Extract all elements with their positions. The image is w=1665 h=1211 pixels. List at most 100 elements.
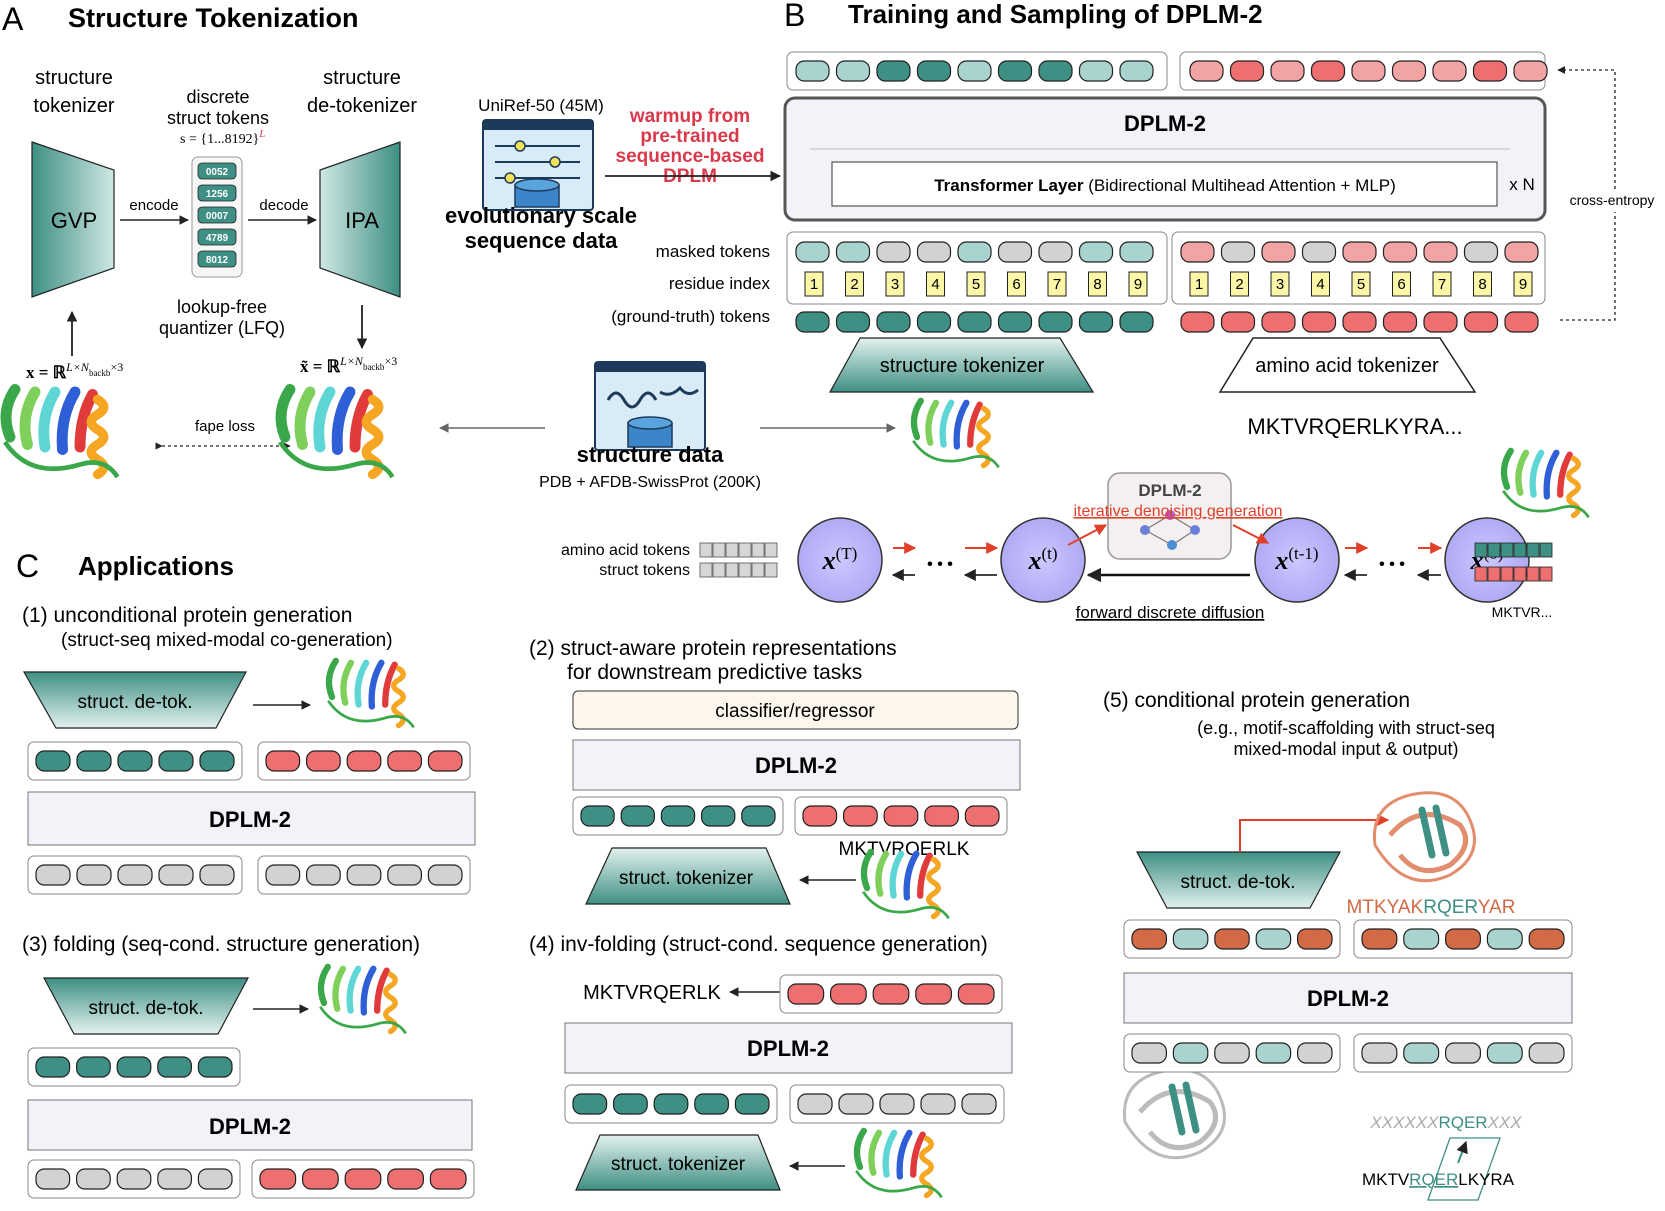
token <box>802 805 838 827</box>
panel-a-letter: A <box>2 1 24 37</box>
masked-cell <box>712 562 726 578</box>
app5-input-seq: MKTVRQERLKYRA <box>1362 1170 1515 1189</box>
residue-index-cell <box>1270 271 1290 297</box>
app4-protein <box>853 1127 943 1199</box>
ground-truth-label: (ground-truth) tokens <box>611 307 770 326</box>
cross-entropy-label: cross-entropy <box>1570 192 1655 208</box>
token <box>835 241 871 263</box>
token <box>572 1093 608 1115</box>
ipa-label: IPA <box>345 208 379 233</box>
protein-strand <box>1529 449 1545 498</box>
app1-dplm-box <box>27 791 476 846</box>
token <box>916 241 952 263</box>
code-token <box>197 162 237 180</box>
code-token-value: 8012 <box>206 255 229 266</box>
protein-strand <box>275 384 296 443</box>
struct-tokenizer-label-2: tokenizer <box>33 95 114 117</box>
final-aa-cell <box>1526 566 1540 582</box>
evo-label-1: evolutionary scale <box>445 203 637 228</box>
token <box>35 864 71 886</box>
protein-loop <box>912 440 1000 469</box>
token <box>876 241 911 263</box>
token <box>1270 60 1305 82</box>
app5-motif-parallelogram <box>1427 1137 1501 1201</box>
token <box>265 750 301 772</box>
final-struct-cell <box>1474 542 1488 558</box>
warmup-label-1: warmup from <box>629 106 750 127</box>
protein-helix <box>383 971 398 1035</box>
token <box>1038 241 1073 263</box>
final-aa-cell <box>1474 566 1488 582</box>
xt-formula: x̃ = ℝL×Nbackb×3 <box>300 354 397 376</box>
masked-cell <box>751 562 765 578</box>
residue-index-cell <box>1189 271 1209 297</box>
struct-detokenizer-label-1: structure <box>323 67 401 89</box>
protein-strand <box>1500 447 1514 491</box>
protein-strand <box>19 386 41 450</box>
discrete-tokens-label-1: discrete <box>186 87 249 107</box>
app2-dplm-label: DPLM-2 <box>755 753 837 778</box>
scaffold-loop <box>1388 812 1469 874</box>
token <box>157 1056 193 1078</box>
residue-index-cell <box>1128 271 1148 297</box>
token <box>1255 928 1292 950</box>
final-aa-cell <box>1539 566 1553 582</box>
struct-tokenizer-label-1: structure <box>35 67 113 89</box>
app1-detok-label: struct. de-tok. <box>77 692 192 713</box>
transformer-layer-label: Transformer Layer (Bidirectional Multihe… <box>934 176 1396 195</box>
token <box>964 805 1000 827</box>
protein-loop <box>855 1170 943 1199</box>
masked-cell <box>725 542 739 558</box>
token <box>957 311 992 333</box>
token <box>1463 311 1499 333</box>
protein-strand <box>325 657 339 701</box>
token <box>427 864 463 886</box>
token <box>1119 60 1154 82</box>
masked-struct-tokens <box>795 241 1154 263</box>
residue-index-value: 2 <box>1235 276 1243 293</box>
token <box>1391 60 1427 82</box>
cross-entropy-bg <box>1555 190 1665 212</box>
residue-index-value: 9 <box>1134 276 1142 293</box>
token <box>35 1056 71 1078</box>
transformer-layer-box <box>831 161 1498 207</box>
protein-structure-reconstructed <box>275 384 395 480</box>
token <box>876 60 911 82</box>
output-aa-tokens <box>1189 60 1548 82</box>
gvp-encoder-shape <box>31 141 115 298</box>
token <box>1078 60 1114 82</box>
token <box>1220 311 1256 333</box>
token <box>429 1168 467 1190</box>
token <box>1214 928 1250 950</box>
token <box>1131 928 1168 950</box>
token <box>1038 311 1073 333</box>
app2-classifier-box <box>572 690 1019 730</box>
token <box>199 750 235 772</box>
token <box>1423 241 1458 263</box>
code-token <box>197 206 237 224</box>
token-formula: s = {1...8192}L <box>180 128 265 147</box>
app3-dplm-label: DPLM-2 <box>209 1114 291 1139</box>
app5-motif-seq: MTKYAKRQERYAR <box>1347 897 1516 918</box>
residue-index-value: 7 <box>1053 276 1061 293</box>
token <box>1472 60 1508 82</box>
masked-cell <box>699 542 713 558</box>
residue-index-cell <box>845 271 864 297</box>
protein-loop <box>3 440 120 479</box>
app4-title: (4) inv-folding (struct-cond. sequence g… <box>529 933 988 956</box>
token <box>1301 241 1337 263</box>
app4-tokenizer-label: struct. tokenizer <box>611 1154 746 1175</box>
protein-strand <box>889 850 905 899</box>
token <box>76 750 112 772</box>
residue-index-value: 3 <box>1276 276 1284 293</box>
token <box>75 1056 111 1078</box>
token <box>259 1168 297 1190</box>
token <box>957 983 995 1005</box>
token <box>1444 928 1481 950</box>
encode-label: encode <box>129 197 178 214</box>
motif-strands <box>1168 1081 1200 1136</box>
lfq-label-1: lookup-free <box>177 297 267 317</box>
residue-index-value: 8 <box>1478 276 1486 293</box>
masked-cell <box>699 562 713 578</box>
